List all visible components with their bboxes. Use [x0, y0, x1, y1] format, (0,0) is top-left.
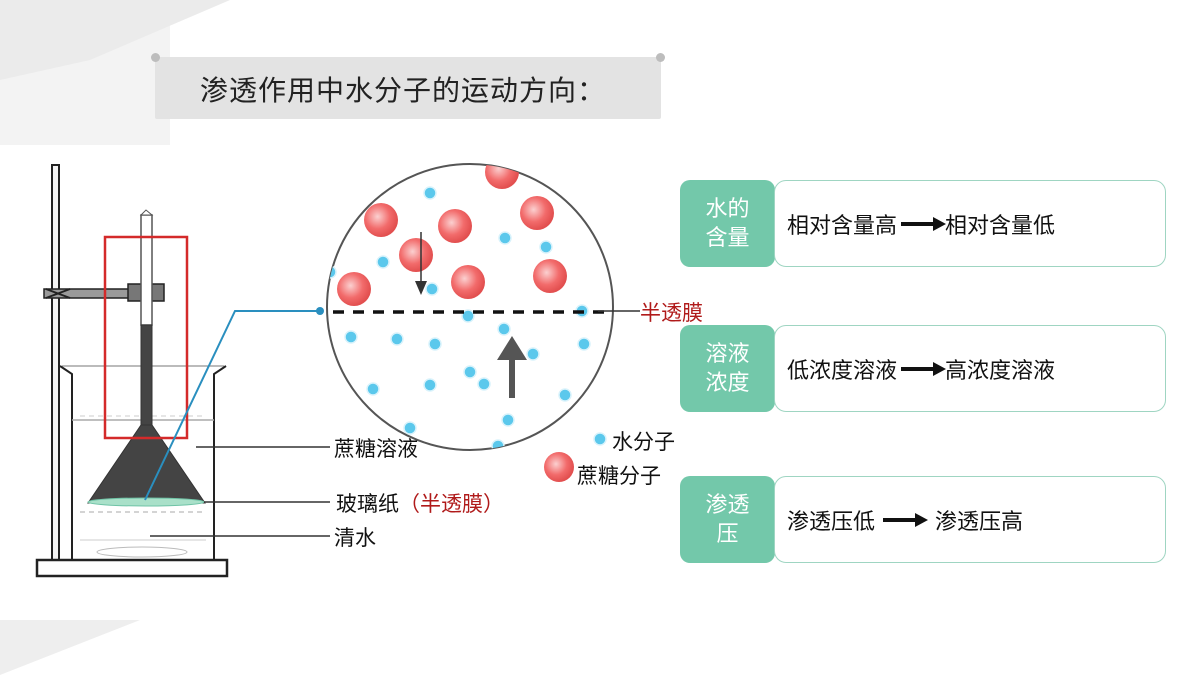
- card-solution-concentration: 溶液浓度 低浓度溶液 高浓度溶液: [680, 325, 1166, 412]
- magnified-view: [326, 163, 614, 451]
- label-sucrose-solution: 蔗糖溶液: [334, 437, 418, 461]
- up-arrow-icon: [497, 336, 527, 398]
- card-tag: 渗透压: [680, 476, 775, 563]
- label-cellophane-text: 玻璃纸: [336, 492, 399, 516]
- right-arrow-icon: [901, 216, 947, 231]
- card-to: 渗透压高: [935, 509, 1024, 535]
- right-arrow-icon: [901, 361, 947, 376]
- card-to: 相对含量低: [945, 213, 1056, 239]
- card-row: 相对含量高 相对含量低: [787, 181, 1055, 266]
- label-cellophane: 玻璃纸（半透膜）: [336, 488, 504, 518]
- connector-dot: [316, 307, 324, 315]
- legend-sucrose-icon: [544, 452, 574, 482]
- label-semipermeable-membrane: 半透膜: [640, 301, 703, 325]
- highlight-box: [103, 235, 189, 440]
- card-tag-text: 溶液浓度: [705, 341, 750, 396]
- card-from: 相对含量高: [787, 213, 898, 239]
- label-clear-water: 清水: [334, 526, 376, 550]
- card-tag-text: 水的含量: [705, 196, 750, 251]
- card-body: 相对含量高 相对含量低: [774, 180, 1166, 267]
- legend-sucrose-label: 蔗糖分子: [577, 464, 661, 488]
- label-cellophane-note: （半透膜）: [399, 492, 504, 516]
- banner-pin-icon: [656, 53, 665, 62]
- card-row: 低浓度溶液 高浓度溶液: [787, 326, 1055, 411]
- sucrose-molecules: [337, 164, 567, 306]
- card-row: 渗透压低 渗透压高: [787, 477, 1023, 562]
- card-tag-text: 渗透压: [705, 492, 750, 547]
- title-banner: 渗透作用中水分子的运动方向：: [151, 53, 665, 119]
- legend-water-label: 水分子: [612, 430, 675, 454]
- legend-water-icon: [593, 432, 607, 446]
- water-molecules: [327, 186, 591, 450]
- card-osmotic-pressure: 渗透压 渗透压低 渗透压高: [680, 476, 1166, 563]
- card-from: 渗透压低: [787, 509, 876, 535]
- right-arrow-icon: [883, 512, 929, 527]
- card-tag: 水的含量: [680, 180, 775, 267]
- card-tag: 溶液浓度: [680, 325, 775, 412]
- card-to: 高浓度溶液: [945, 358, 1056, 384]
- card-from: 低浓度溶液: [787, 358, 898, 384]
- card-body: 渗透压低 渗透压高: [774, 476, 1166, 563]
- card-body: 低浓度溶液 高浓度溶液: [774, 325, 1166, 412]
- page-title: 渗透作用中水分子的运动方向：: [200, 74, 607, 107]
- banner-pin-icon: [151, 53, 160, 62]
- magnifier-connector: [144, 310, 320, 501]
- card-water-content: 水的含量 相对含量高 相对含量低: [680, 180, 1166, 267]
- down-arrow-icon: [415, 232, 427, 295]
